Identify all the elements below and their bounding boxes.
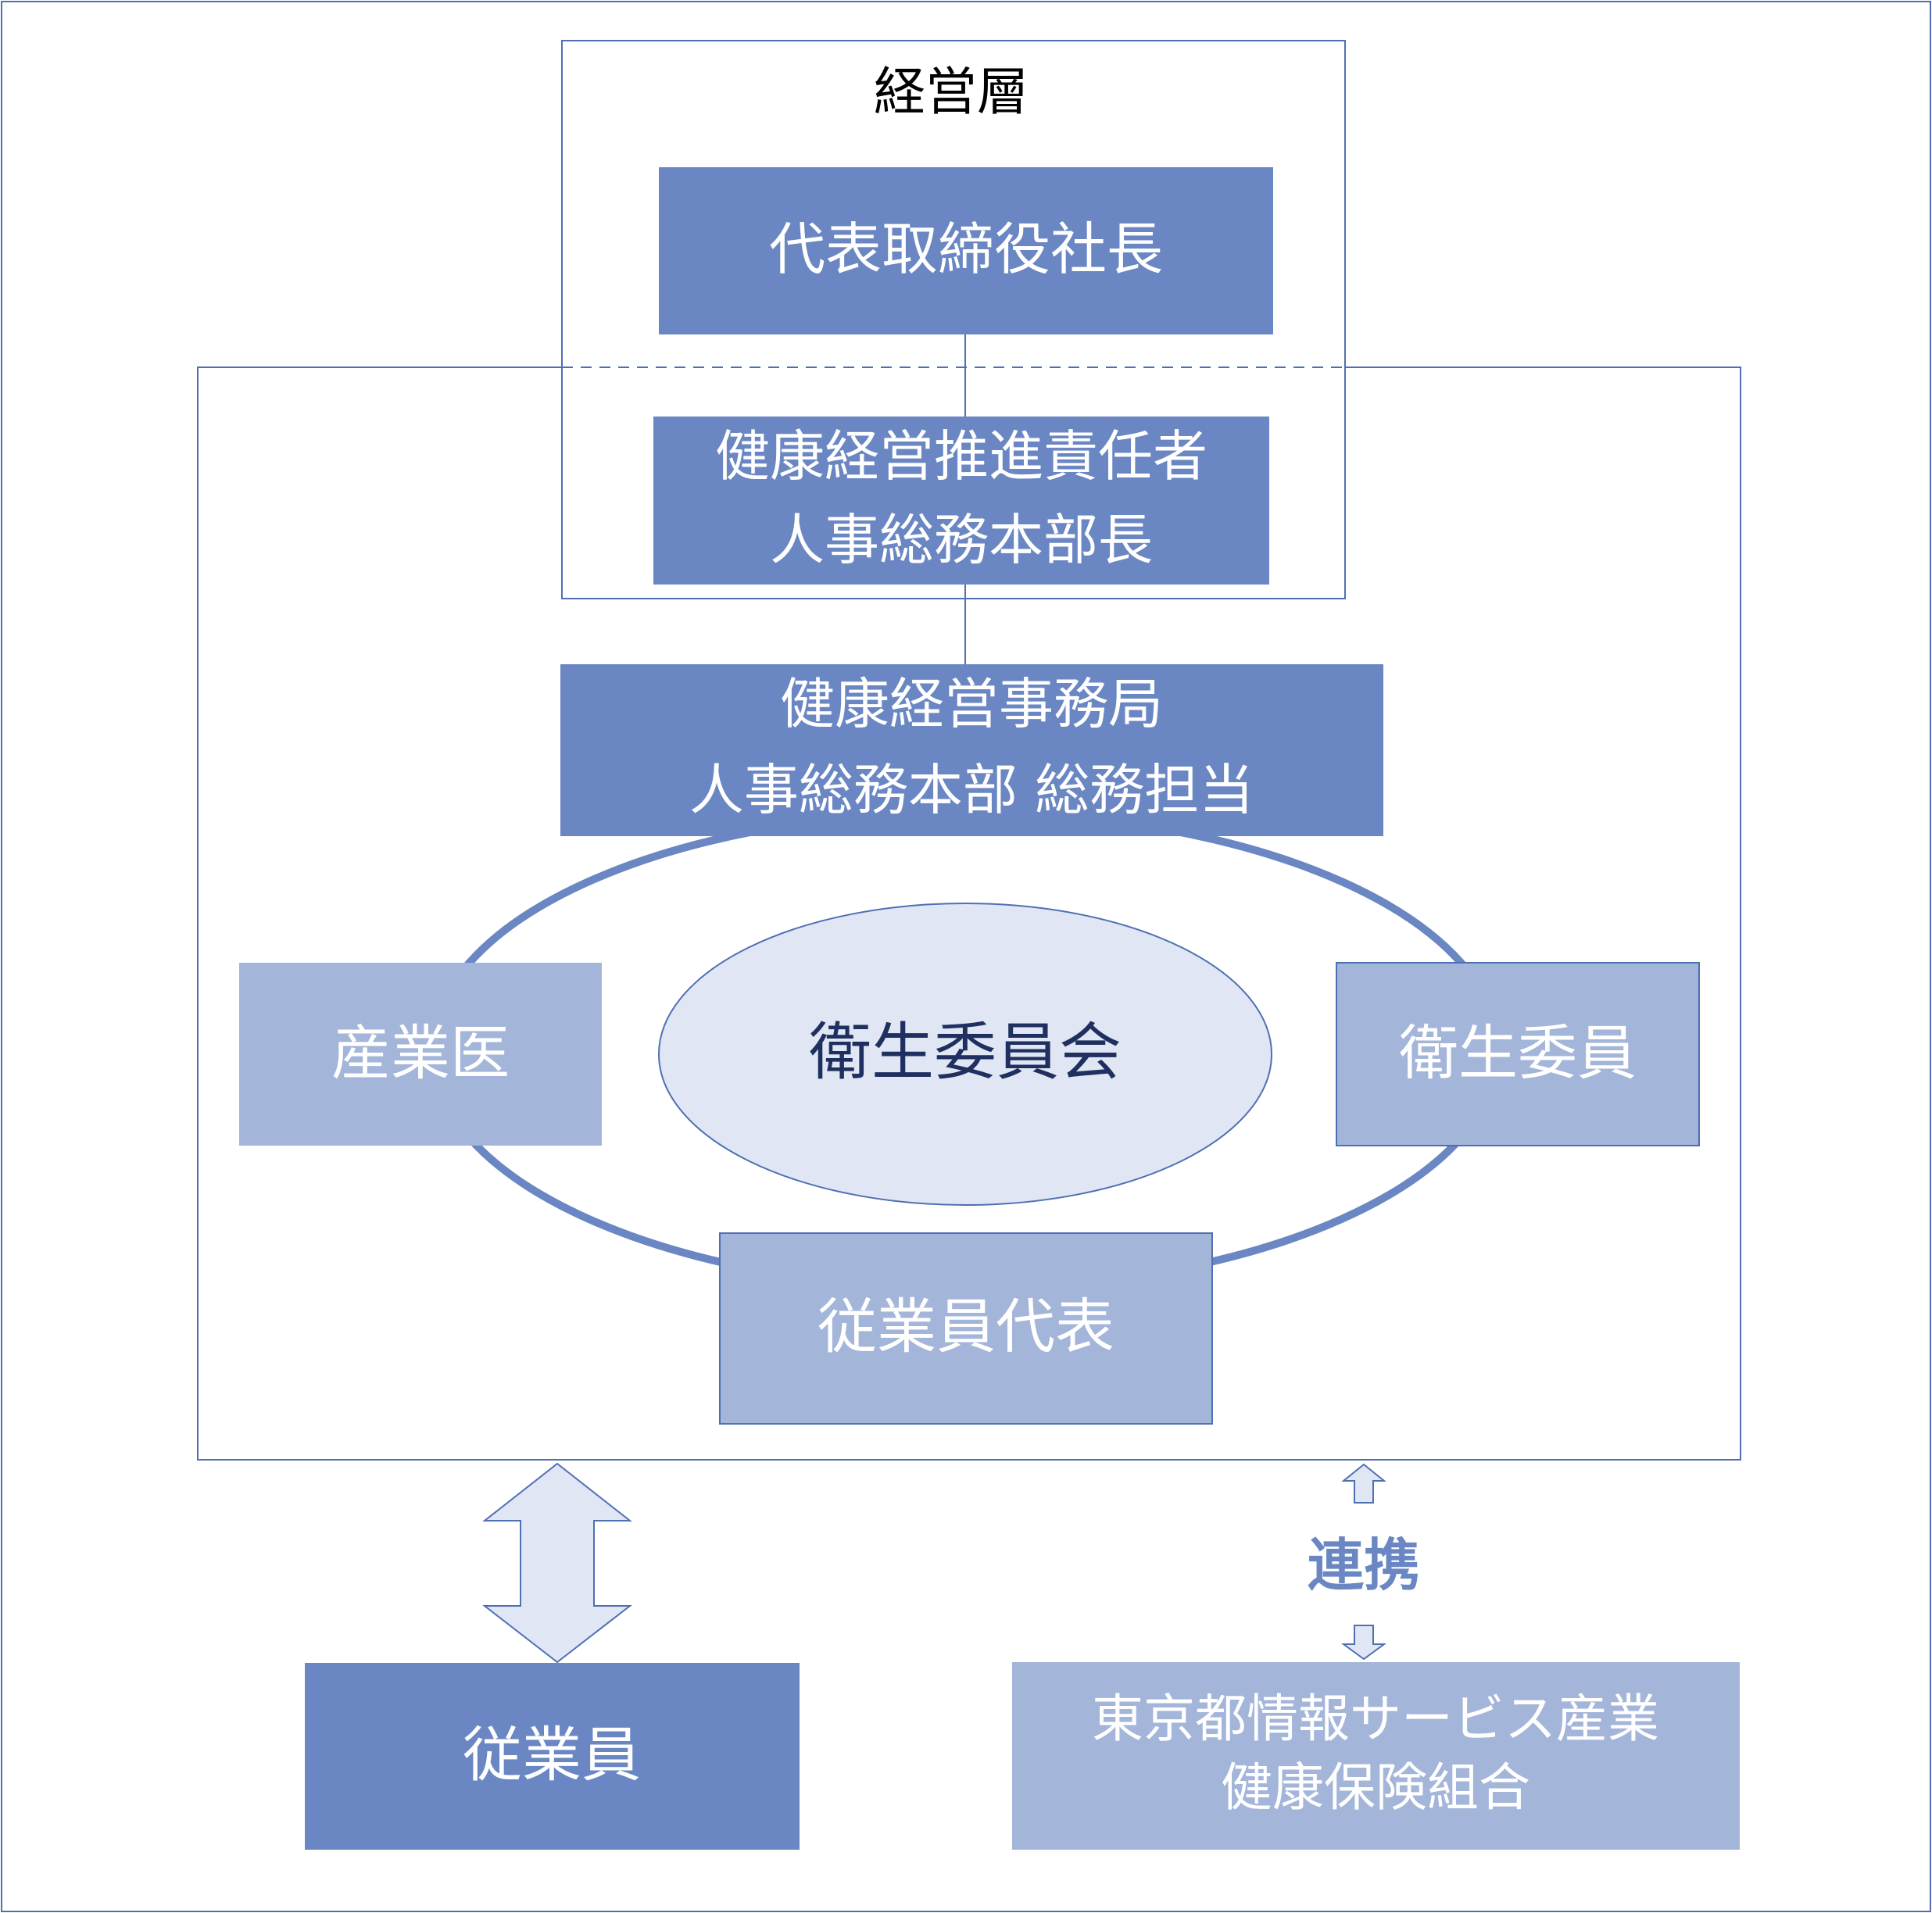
promoter-title: 健康経営推進責任者 [715, 424, 1208, 488]
employee-representative-box [719, 1232, 1213, 1425]
link-down-arrow [1340, 1625, 1387, 1661]
management-frame [561, 40, 1346, 599]
industrial-doctor-box [239, 963, 602, 1146]
health-officer-label: 衛生委員 [1399, 1018, 1637, 1088]
ceo-box [659, 167, 1273, 334]
health-insurance-partner-line1: 東京都情報サービス産業 [1092, 1689, 1659, 1749]
industrial-doctor-label: 産業医 [331, 1018, 510, 1088]
promoter-name: 人事総務本部長 [770, 508, 1153, 572]
employees-double-arrow [482, 1462, 632, 1664]
ceo-label: 代表取締役社長 [769, 216, 1163, 282]
committee-center-label: 衛生委員会 [809, 1016, 1122, 1089]
employees-box [305, 1663, 800, 1850]
health-insurance-partner-box [1012, 1662, 1740, 1850]
secretariat-title: 健康経営事務局 [780, 672, 1163, 736]
committee-center-ellipse [658, 903, 1272, 1206]
management-label: 経営層 [874, 62, 1029, 122]
link-up-arrow [1341, 1463, 1386, 1504]
health-insurance-partner-line2: 健康保険組合 [1221, 1757, 1530, 1818]
secretariat-box [560, 664, 1383, 836]
secretariat-department: 人事総務本部 総務担当 [689, 758, 1254, 822]
health-officer-box [1336, 962, 1700, 1146]
link-label: 連携 [1308, 1532, 1420, 1598]
promoter-box [653, 417, 1269, 585]
employee-representative-label: 従業員代表 [818, 1292, 1114, 1361]
employees-label: 従業員 [463, 1720, 641, 1790]
